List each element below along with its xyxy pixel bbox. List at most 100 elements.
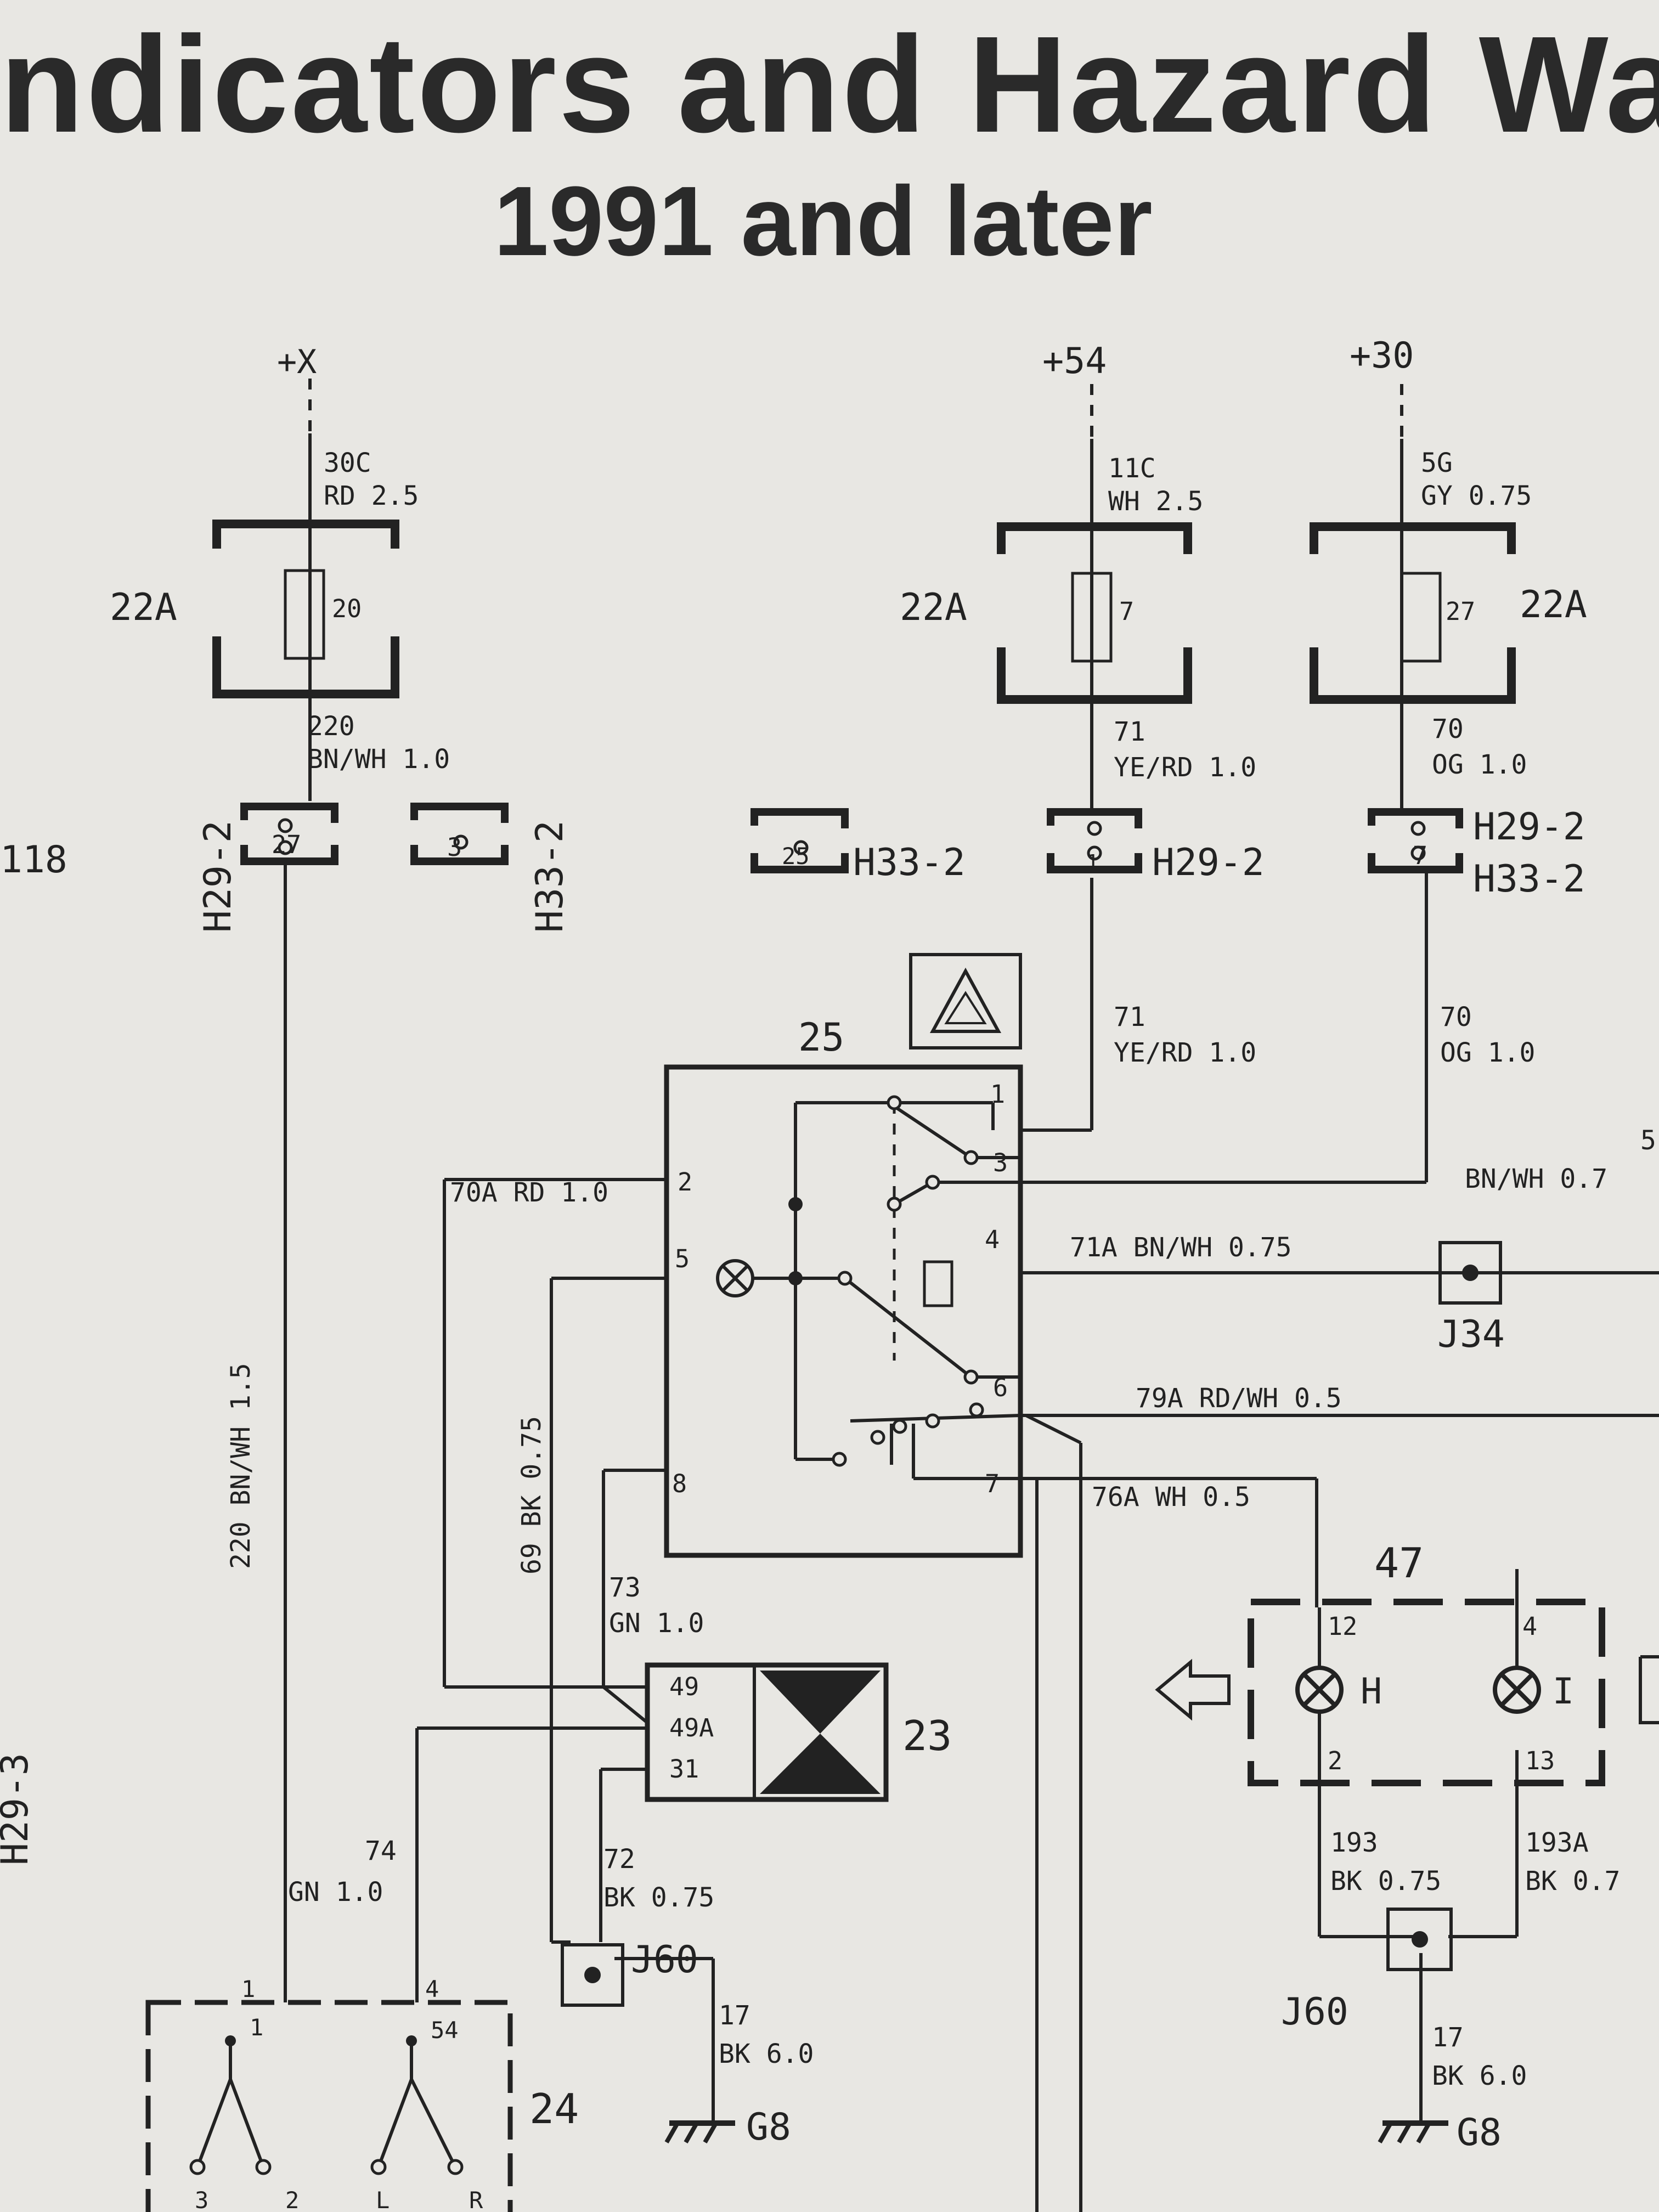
wire-193a-number: 193A [1525,1827,1589,1858]
connector-h29-2-left-label: H29-2 [196,820,240,933]
switch24-pin-54: 54 [431,2017,459,2044]
relay-symbol-bottom-triangle [760,1734,881,1794]
indicator-bulb-left-icon [1295,1666,1344,1714]
fuse-7-label: 7 [1119,597,1134,626]
hazard-pin-4: 4 [985,1225,1000,1254]
relay-pin-31: 31 [669,1754,699,1784]
ground-g8-right-label: G8 [1457,2111,1502,2154]
wire-74-number: 74 [365,1836,397,1866]
wire-70-lower-number: 70 [1440,1002,1472,1032]
connector-h33-2-left-label: H33-2 [528,820,572,933]
connector-25-pin: 25 [782,843,810,870]
junction-j60-right-label: J60 [1281,1990,1348,2034]
lamp-pin-12: 12 [1328,1612,1357,1641]
supply-54-label: +54 [1042,341,1107,382]
hazard-pin-2: 2 [678,1167,692,1197]
diagram-title: ndicators and Hazard Wa [0,8,1659,161]
connector-7-pin: 7 [1413,841,1427,870]
hazard-pin-1: 1 [990,1080,1005,1109]
indicator-switch-number: 24 [529,2085,579,2133]
wire-72-spec: BK 0.75 [603,1882,714,1913]
wire-69-label: 69 BK 0.75 [516,1416,547,1575]
hazard-pin-5: 5 [675,1244,690,1273]
junction-j60-left-label: J60 [631,1938,698,1982]
relay-pin-49a: 49A [669,1713,714,1742]
wire-193-number: 193 [1330,1827,1378,1858]
wire-17-right-number: 17 [1432,2022,1464,2053]
ground-g8-left-label: G8 [746,2106,791,2149]
connector-3-pin: 3 [447,833,462,862]
wire-71-lower-spec: YE/RD 1.0 [1114,1037,1256,1068]
junction-j34-label: J34 [1437,1313,1505,1356]
connector-118-label: 118 [0,838,67,882]
wire-5-spec: BN/WH 0.7 [1465,1164,1607,1194]
lamp-pin-4: 4 [1522,1612,1537,1641]
wire-5g-spec: GY 0.75 [1421,481,1532,511]
hazard-pin-7: 7 [985,1469,1000,1498]
relay-pin-49: 49 [669,1672,699,1701]
hazard-switch-number: 25 [798,1015,844,1060]
lamp-pin-13: 13 [1525,1746,1555,1775]
connector-h29-2-right-label: H29-2 [1473,805,1585,849]
wire-17-left-spec: BK 6.0 [719,2039,814,2069]
fuse-box-label-middle: 22A [900,586,967,629]
wire-70-number: 70 [1432,714,1464,744]
wire-193-spec: BK 0.75 [1330,1866,1441,1897]
lamp-pin-2: 2 [1328,1746,1342,1775]
fuse-20-label: 20 [332,594,362,623]
fuse-box-label-left: 22A [110,586,177,629]
indicator-bulb-right-icon [1493,1666,1541,1714]
wire-17-left-number: 17 [719,2000,751,2031]
wire-220-vertical-label: 220 BN/WH 1.5 [225,1363,256,1569]
wire-73-spec: GN 1.0 [609,1608,704,1639]
lamp-unit-number: 47 [1374,1539,1424,1587]
wire-71a-label: 71A BN/WH 0.75 [1070,1232,1292,1263]
wire-70-lower-spec: OG 1.0 [1440,1037,1535,1068]
wire-73-number: 73 [609,1572,641,1603]
wire-71-spec: YE/RD 1.0 [1114,752,1256,783]
wire-70-spec: OG 1.0 [1432,749,1527,780]
switch24-pin-1-outer: 1 [241,1976,255,2002]
supply-30-label: +30 [1350,335,1414,376]
hazard-pin-6: 6 [993,1373,1008,1402]
switch24-terminal-2: 2 [285,2187,299,2212]
wire-79a-label: 79A RD/WH 0.5 [1136,1383,1342,1414]
wire-220-number: 220 [307,711,355,742]
switch24-pin-1-inner: 1 [250,2014,263,2041]
supply-x-label: +X [277,343,317,381]
lamp-label-h: H [1361,1671,1382,1712]
switch24-terminal-l: L [376,2187,390,2212]
hazard-pin-3: 3 [993,1148,1008,1177]
wire-5g-number: 5G [1421,448,1453,478]
hazard-pin-8: 8 [672,1469,687,1498]
wire-71-number: 71 [1114,716,1146,747]
connector-h33-2-middle-label: H33-2 [853,841,966,884]
wire-30c-spec: RD 2.5 [324,481,419,511]
wire-11c-spec: WH 2.5 [1108,486,1203,517]
wire-17-right-spec: BK 6.0 [1432,2061,1527,2091]
switch24-terminal-r: R [469,2187,483,2212]
wire-70a-label: 70A RD 1.0 [450,1177,608,1208]
wire-30c-number: 30C [324,448,371,478]
fuse-box-label-right: 22A [1520,583,1587,627]
diagram-subtitle: 1991 and later [494,166,1153,276]
warning-lamp-icon [716,1259,754,1297]
connector-1-pin: 1 [1086,850,1099,874]
relay-symbol-top-triangle [760,1671,881,1734]
switch24-pin-4-outer: 4 [425,1976,439,2002]
wire-5-number: 5 [1640,1125,1656,1156]
connector-h29-2-middle-label: H29-2 [1152,841,1265,884]
fuse-27-label: 27 [1446,597,1475,626]
wire-11c-number: 11C [1108,453,1156,484]
wire-71-lower-number: 71 [1114,1002,1146,1032]
wire-74-spec: GN 1.0 [288,1877,383,1908]
connector-h33-2-right-label: H33-2 [1473,857,1585,901]
wire-72-number: 72 [603,1844,635,1875]
lamp-label-i: I [1553,1671,1574,1712]
connector-h29-3-label: H29-3 [0,1753,37,1865]
connector-27-pin: 27 [272,830,301,859]
wire-76a-label: 76A WH 0.5 [1092,1482,1250,1513]
wire-193a-spec: BK 0.7 [1525,1866,1620,1897]
switch24-terminal-3: 3 [195,2187,208,2212]
